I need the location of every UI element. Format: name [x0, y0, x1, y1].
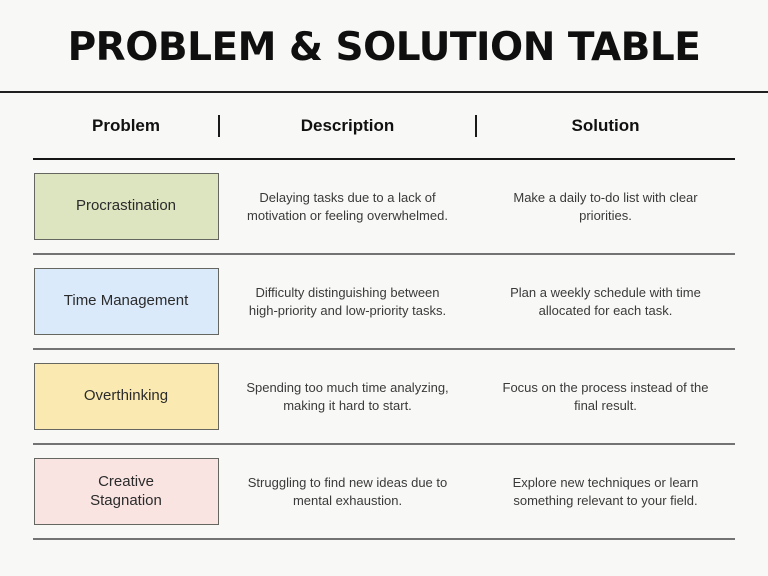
problem-cell: Overthinking	[33, 363, 219, 430]
solution-cell: Focus on the process instead of the fina…	[476, 379, 735, 415]
description-cell: Struggling to find new ideas due to ment…	[219, 474, 476, 510]
column-divider	[218, 115, 220, 137]
problem-label: Creative Stagnation	[90, 472, 162, 509]
solution-text: Make a daily to-do list with clear prior…	[513, 189, 698, 223]
table-row: Time Management Difficulty distinguishin…	[33, 255, 735, 350]
problem-box: Overthinking	[33, 363, 219, 430]
solution-cell: Explore new techniques or learn somethin…	[476, 474, 735, 510]
problem-box: Creative Stagnation	[33, 458, 219, 525]
table-row: Creative Stagnation Struggling to find n…	[33, 445, 735, 540]
solution-cell: Make a daily to-do list with clear prior…	[476, 189, 735, 225]
table-header-row: Problem Description Solution	[33, 93, 735, 160]
problem-label: Procrastination	[75, 197, 177, 215]
description-cell: Spending too much time analyzing, making…	[219, 379, 476, 415]
solution-cell: Plan a weekly schedule with time allocat…	[476, 284, 735, 320]
description-text: Struggling to find new ideas due to ment…	[247, 474, 448, 508]
header-cell-description: Description	[300, 115, 395, 135]
problem-box: Procrastination	[33, 173, 219, 240]
description-cell: Delaying tasks due to a lack of motivati…	[219, 189, 476, 225]
column-divider	[475, 115, 477, 137]
table-row: Procrastination Delaying tasks due to a …	[33, 160, 735, 255]
solution-text: Plan a weekly schedule with time allocat…	[510, 284, 701, 318]
description-text: Spending too much time analyzing, making…	[246, 379, 449, 413]
description-cell: Difficulty distinguishing between high-p…	[219, 284, 476, 320]
table-row: Overthinking Spending too much time anal…	[33, 350, 735, 445]
solution-text: Explore new techniques or learn somethin…	[512, 474, 699, 508]
header-cell-problem: Problem	[91, 115, 161, 135]
solution-text: Focus on the process instead of the fina…	[502, 379, 709, 413]
problem-label: Time Management	[63, 292, 189, 310]
problem-cell: Creative Stagnation	[33, 458, 219, 525]
title-block: PROBLEM & SOLUTION TABLE	[0, 0, 768, 93]
description-text: Difficulty distinguishing between high-p…	[248, 284, 447, 318]
problem-cell: Time Management	[33, 268, 219, 335]
header-cell-solution: Solution	[571, 115, 640, 135]
problem-label: Overthinking	[83, 387, 169, 405]
problem-box: Time Management	[33, 268, 219, 335]
description-text: Delaying tasks due to a lack of motivati…	[247, 189, 448, 223]
page-title: PROBLEM & SOLUTION TABLE	[67, 25, 701, 70]
problem-cell: Procrastination	[33, 173, 219, 240]
problem-solution-table: Problem Description Solution Procrastina…	[33, 93, 735, 540]
